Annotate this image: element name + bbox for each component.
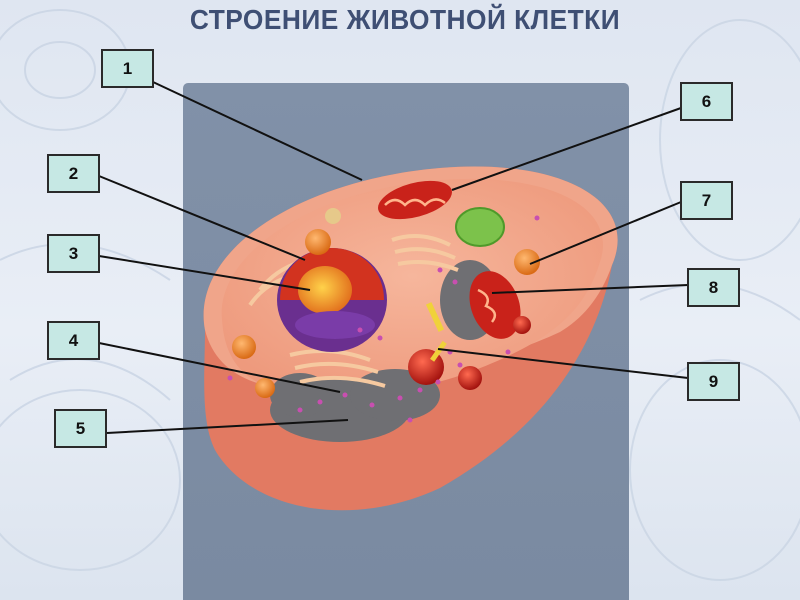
leader-lines xyxy=(98,81,689,434)
label-1: 1 xyxy=(101,49,154,88)
label-7: 7 xyxy=(680,181,733,220)
lysosomes xyxy=(232,208,540,398)
vacuole xyxy=(455,207,505,247)
ribosomes xyxy=(227,215,540,423)
label-8: 8 xyxy=(687,268,740,307)
label-6: 6 xyxy=(680,82,733,121)
mitochondrion-top xyxy=(378,180,452,220)
mitochondrion-right xyxy=(469,271,521,339)
label-4: 4 xyxy=(47,321,100,360)
label-9: 9 xyxy=(687,362,740,401)
label-2: 2 xyxy=(47,154,100,193)
centrosome xyxy=(408,302,447,385)
label-3: 3 xyxy=(47,234,100,273)
label-5: 5 xyxy=(54,409,107,448)
page-title: СТРОЕНИЕ ЖИВОТНОЙ КЛЕТКИ xyxy=(189,4,621,35)
nucleus xyxy=(277,248,387,352)
